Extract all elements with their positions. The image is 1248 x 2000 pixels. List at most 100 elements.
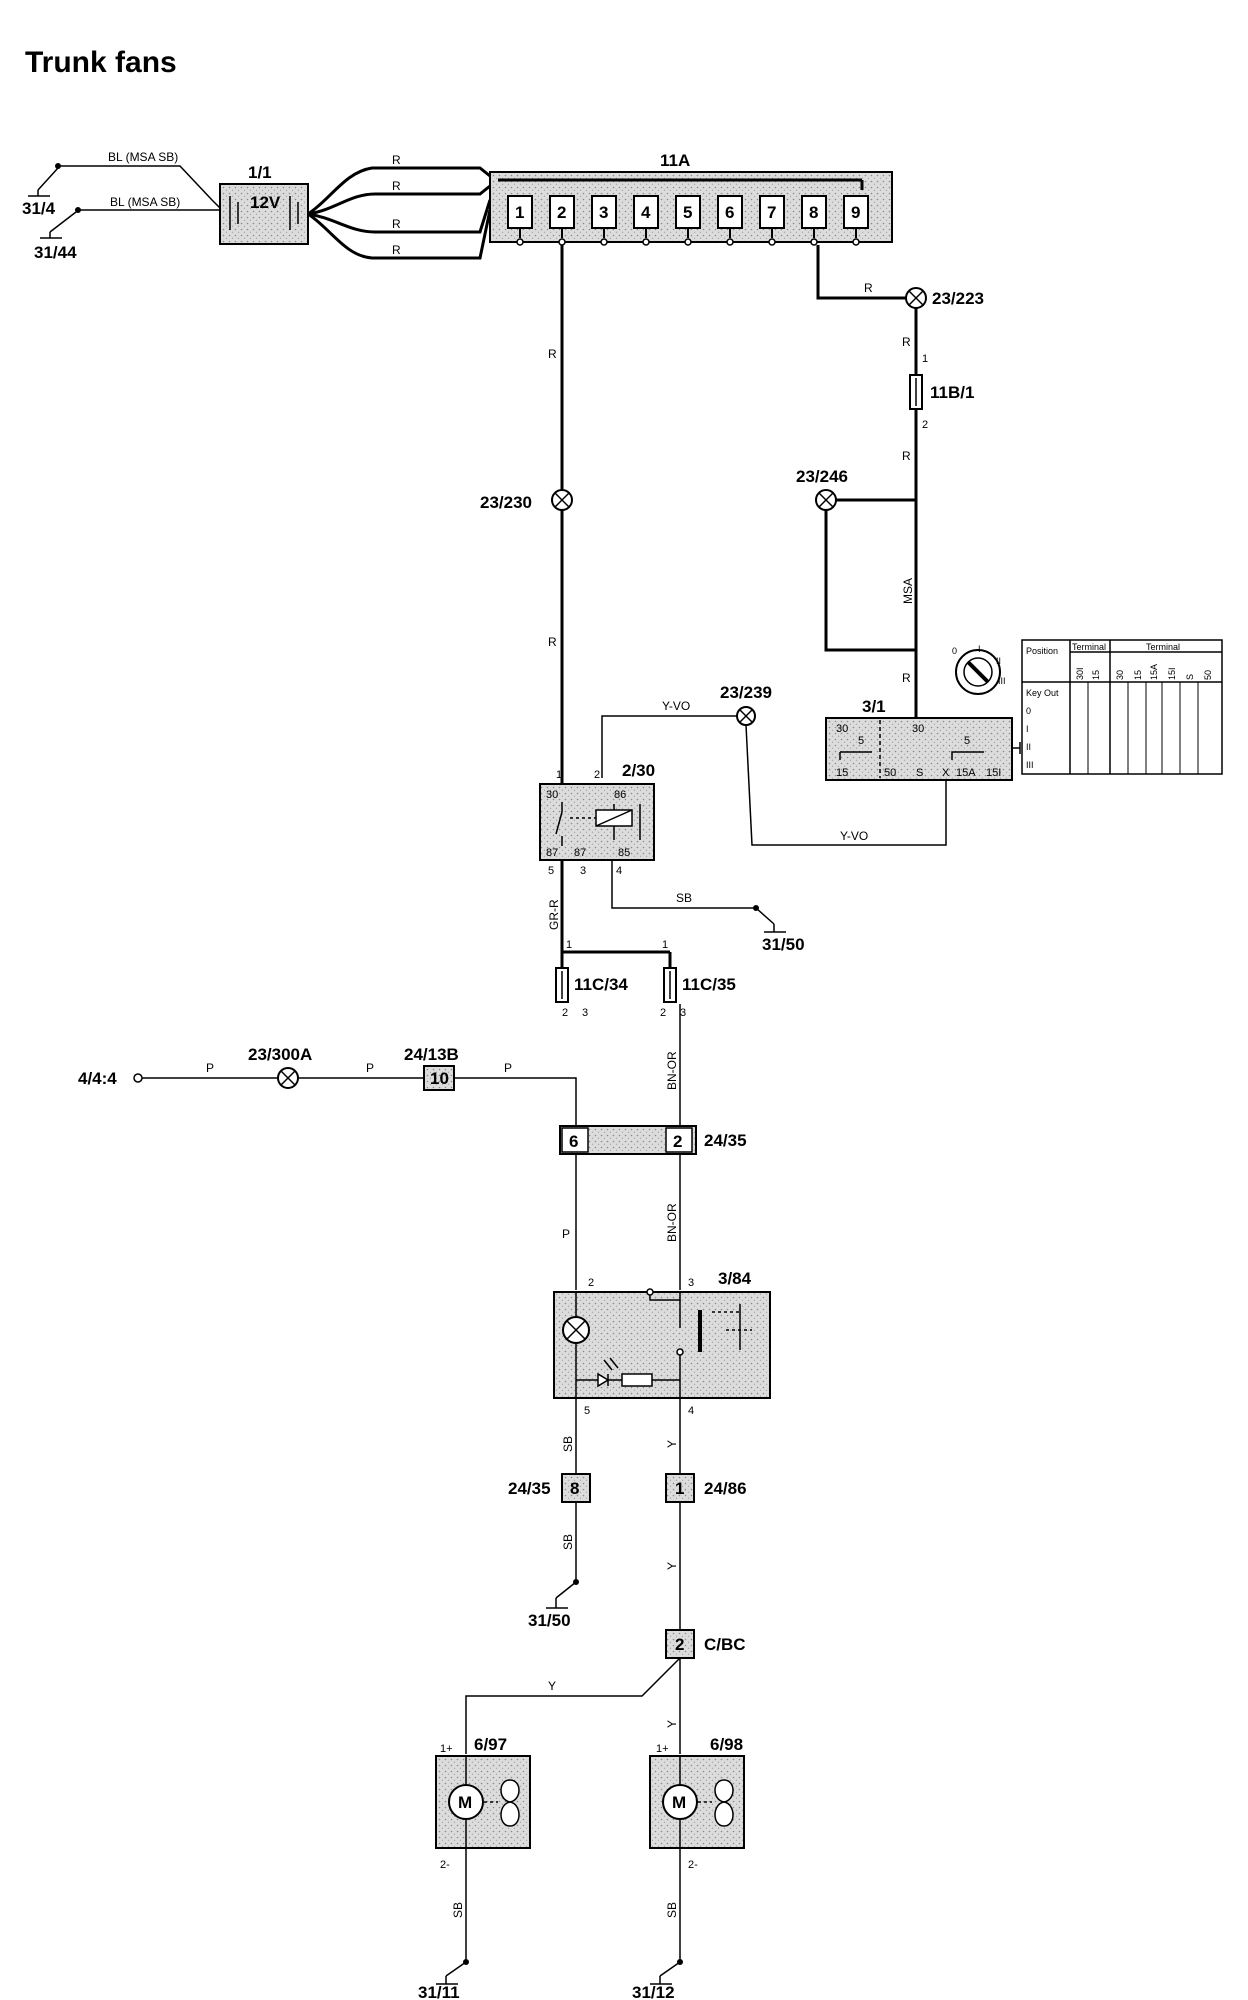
table-sub-header: 15I (1167, 667, 1177, 680)
fuse-11c35-pin1: 1 (662, 939, 668, 951)
wire-label-sb-5: SB (665, 1902, 679, 1918)
table-row-label: 0 (1026, 706, 1031, 716)
ign-terminal-15a: 15A (956, 767, 976, 779)
ground-label-31-50-a: 31/50 (762, 935, 805, 954)
fuse-slot-terminal (516, 238, 524, 246)
svg-text:0: 0 (952, 646, 957, 656)
fuse-slot (549, 195, 575, 229)
battery-voltage: 12V (250, 193, 281, 212)
ground-label-31-4: 31/4 (22, 199, 56, 218)
relay-pin-86: 86 (614, 789, 626, 801)
connector-24-86: 1 24/86 (665, 1473, 747, 1503)
wire-label-bl-msa-sb-1: BL (MSA SB) (108, 150, 178, 164)
fan-6-98-id: 6/98 (710, 1735, 743, 1754)
wire-label-p-4: P (562, 1227, 570, 1241)
fuse-11c35-pin3: 3 (680, 1007, 686, 1019)
ign-terminal-5a: 5 (858, 735, 864, 747)
switch-3-84-pin5: 5 (584, 1405, 590, 1417)
fuse-slot-terminal (768, 238, 776, 246)
fan-6-97-pin-plus: 1+ (440, 1743, 453, 1755)
fuse-slot (675, 195, 701, 229)
table-sub-header: 30I (1075, 667, 1085, 680)
fuse-slot-label: 7 (767, 203, 776, 222)
table-sub-header: 15 (1133, 670, 1143, 680)
splice-label-23-230: 23/230 (480, 493, 532, 512)
connector-24-35-low-pin: 8 (570, 1479, 579, 1498)
ground-label-31-12: 31/12 (632, 1983, 675, 2000)
relay-wire-pin-3: 3 (580, 865, 586, 877)
wire-label-msa: MSA (901, 578, 915, 604)
ignition-switch-3-1: 3/1 30 30 15 50 S X 15A 15I 5 5 (825, 697, 1021, 781)
ign-terminal-15i: 15I (986, 767, 1001, 779)
relay-wire-pin-4: 4 (616, 865, 622, 877)
fuse-slot-label: 9 (851, 203, 860, 222)
wire-label-bn-or-1: BN-OR (665, 1051, 679, 1090)
svg-text:II: II (996, 656, 1001, 666)
ground-31-4: 31/4 (22, 163, 61, 218)
connector-24-13b: 10 24/13B (404, 1045, 459, 1091)
relay-id: 2/30 (622, 761, 655, 780)
wire-label-y-vo-2: Y-VO (840, 829, 868, 843)
svg-text:III: III (998, 676, 1006, 686)
table-header-position: Position (1026, 646, 1058, 656)
splice-label-23-246: 23/246 (796, 467, 848, 486)
wire-label-r-9: R (902, 449, 911, 463)
fuse-slot (759, 195, 785, 229)
wire-label-y-3: Y (548, 1679, 556, 1693)
fuse-slot (507, 195, 533, 229)
fuse-11c35: 11C/35 2 3 (660, 967, 736, 1019)
switch-3-84-pin2: 2 (588, 1277, 594, 1289)
switch-3-84-pin3: 3 (688, 1277, 694, 1289)
table-sub-header: 30 (1115, 670, 1125, 680)
ign-terminal-30i: 30 (836, 723, 848, 735)
connector-24-35-top-id: 24/35 (704, 1131, 747, 1150)
splice-label-23-223: 23/223 (932, 289, 984, 308)
wire-label-y-1: Y (665, 1440, 679, 1448)
relay-pin-87a: 87 (546, 847, 558, 859)
wire-label-r-10: R (902, 671, 911, 685)
wire-label-r-8: R (902, 335, 911, 349)
wire-label-r-4: R (392, 243, 401, 257)
splice-label-23-239: 23/239 (720, 683, 772, 702)
fuse-11c35-pin2: 2 (660, 1007, 666, 1019)
fan-6-97-id: 6/97 (474, 1735, 507, 1754)
ground-31-11: 31/11 (418, 1959, 469, 2000)
wire-label-r-1: R (392, 153, 401, 167)
wire-label-y-2: Y (665, 1562, 679, 1570)
ign-terminal-30: 30 (912, 723, 924, 735)
connector-cbc-id: C/BC (704, 1635, 746, 1654)
connector-24-13b-id: 24/13B (404, 1045, 459, 1064)
ign-terminal-50: 50 (884, 767, 896, 779)
fusebox-id: 11A (660, 151, 690, 170)
fan-6-97: 6/97 1+ 2- M (435, 1735, 531, 1871)
fuse-11b1-pin2: 2 (922, 419, 928, 431)
fuse-slot-label: 1 (515, 203, 524, 222)
connector-24-86-pin: 1 (675, 1479, 684, 1498)
table-sub-header: S (1185, 674, 1195, 680)
fuse-slot-label: 2 (557, 203, 566, 222)
table-row-label: III (1026, 760, 1034, 770)
battery-id: 1/1 (248, 163, 272, 182)
ign-terminal-15: 15 (836, 767, 848, 779)
connector-cbc-pin: 2 (675, 1635, 684, 1654)
relay-2-30: 2/30 1 2 30 86 87 87 85 5 3 4 (539, 761, 655, 877)
wire-label-r-7: R (864, 281, 873, 295)
wire-label-sb-3: SB (561, 1534, 575, 1550)
wire-label-r-5: R (548, 347, 557, 361)
splice-23-300a: 23/300A (248, 1045, 312, 1089)
wire-label-r-6: R (548, 635, 557, 649)
splice-23-246: 23/246 (796, 467, 848, 511)
relay-pin-85: 85 (618, 847, 630, 859)
wire-label-p-2: P (366, 1061, 374, 1075)
fuse-slot (801, 195, 827, 229)
fuse-slot-terminal (852, 238, 860, 246)
wire-label-gr-r: GR-R (547, 899, 561, 930)
connector-cbc: 2 C/BC (665, 1629, 746, 1659)
connector-24-86-id: 24/86 (704, 1479, 747, 1498)
switch-3-84: 3/84 2 3 5 4 (553, 1269, 771, 1417)
splice-23-230: 23/230 (480, 489, 573, 512)
table-row-label: I (1026, 724, 1029, 734)
relay-pin-87b: 87 (574, 847, 586, 859)
wire-label-p-3: P (504, 1061, 512, 1075)
external-4-4-4: 4/4:4 (78, 1069, 143, 1088)
